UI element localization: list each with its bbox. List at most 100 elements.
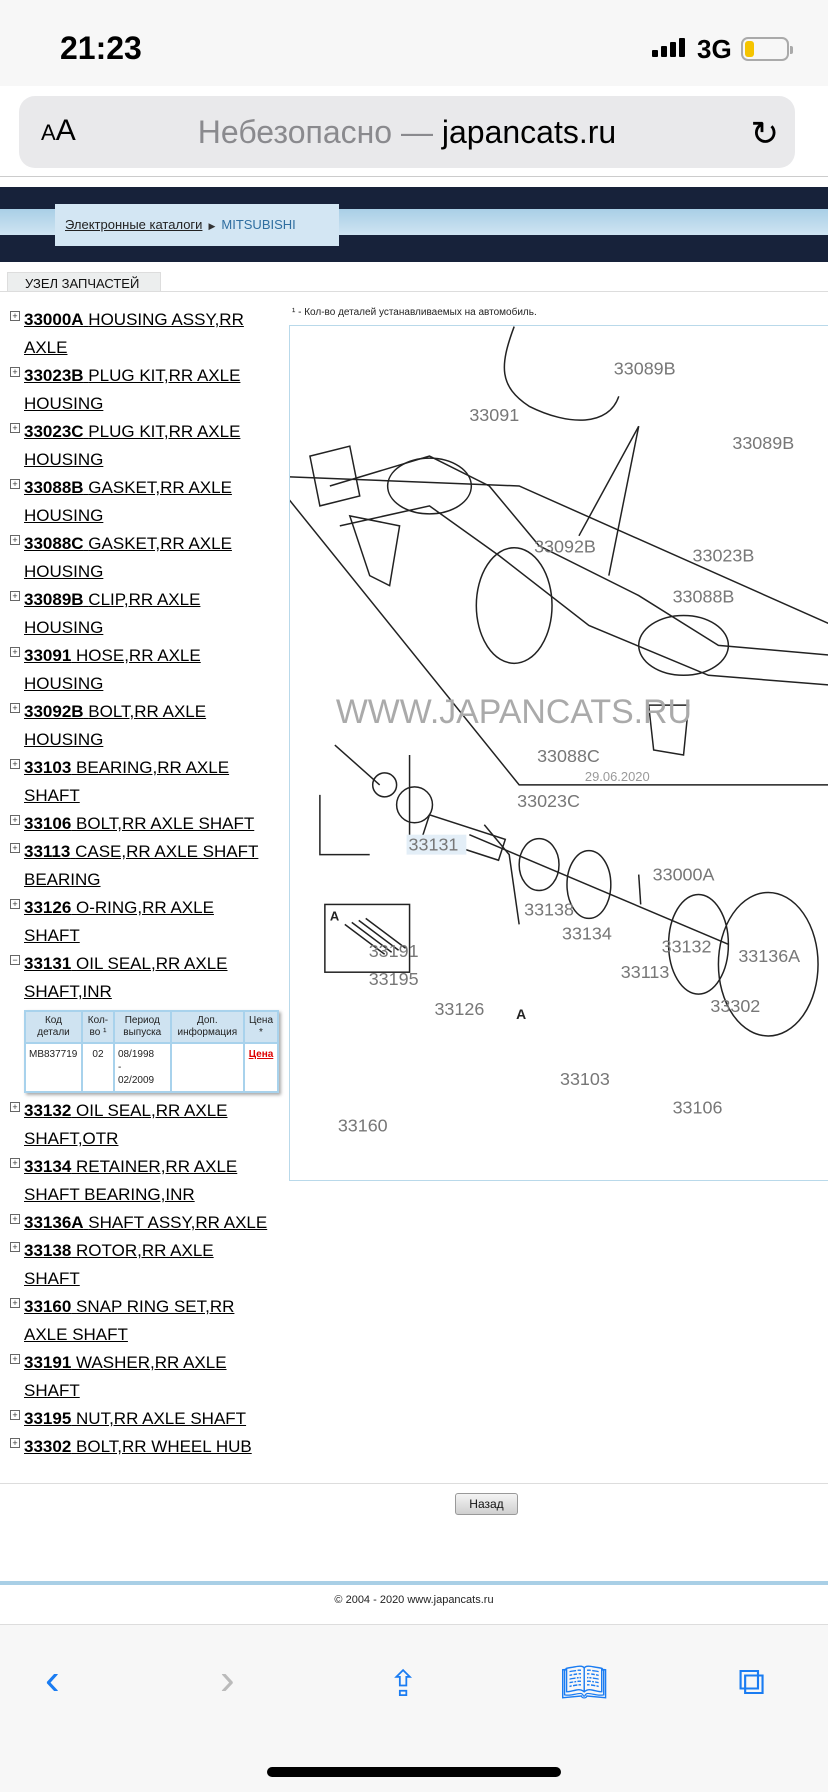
parts-list-item[interactable]: +33088C GASKET,RR AXLE HOUSING bbox=[10, 530, 270, 586]
part-link[interactable]: 33113 CASE,RR AXLE SHAFT BEARING bbox=[24, 838, 270, 894]
parts-list-item[interactable]: +33126 O-RING,RR AXLE SHAFT bbox=[10, 894, 270, 950]
callout-33000A[interactable]: 33000A bbox=[653, 865, 715, 885]
callout-33089B[interactable]: 33089B bbox=[732, 433, 794, 453]
parts-list-item[interactable]: +33023B PLUG KIT,RR AXLE HOUSING bbox=[10, 362, 270, 418]
part-link[interactable]: 33302 BOLT,RR WHEEL HUB bbox=[24, 1433, 252, 1461]
expand-icon[interactable]: + bbox=[10, 1214, 20, 1224]
parts-list-item[interactable]: +33091 HOSE,RR AXLE HOUSING bbox=[10, 642, 270, 698]
parts-list-item[interactable]: +33191 WASHER,RR AXLE SHAFT bbox=[10, 1349, 270, 1405]
callout-33126[interactable]: 33126 bbox=[434, 999, 484, 1019]
callout-33195[interactable]: 33195 bbox=[369, 969, 419, 989]
part-link[interactable]: 33089B CLIP,RR AXLE HOUSING bbox=[24, 586, 270, 642]
expand-icon[interactable]: + bbox=[10, 367, 20, 377]
tab-parts-unit[interactable]: УЗЕЛ ЗАПЧАСТЕЙ bbox=[7, 272, 161, 292]
part-link[interactable]: 33103 BEARING,RR AXLE SHAFT bbox=[24, 754, 270, 810]
callout-33134[interactable]: 33134 bbox=[562, 923, 612, 943]
parts-list-item[interactable]: +33134 RETAINER,RR AXLE SHAFT BEARING,IN… bbox=[10, 1153, 270, 1209]
parts-list-item[interactable]: +33136A SHAFT ASSY,RR AXLE bbox=[10, 1209, 270, 1237]
expand-icon[interactable]: + bbox=[10, 1410, 20, 1420]
part-link[interactable]: 33136A SHAFT ASSY,RR AXLE bbox=[24, 1209, 267, 1237]
collapse-icon[interactable]: − bbox=[10, 955, 20, 965]
share-icon[interactable]: ⇪ bbox=[388, 1663, 419, 1704]
callout-33138[interactable]: 33138 bbox=[524, 899, 574, 919]
callout-33023C[interactable]: 33023C bbox=[517, 791, 580, 811]
part-link[interactable]: 33091 HOSE,RR AXLE HOUSING bbox=[24, 642, 270, 698]
callout-33132[interactable]: 33132 bbox=[662, 936, 712, 956]
expand-icon[interactable]: + bbox=[10, 1102, 20, 1112]
part-link[interactable]: 33160 SNAP RING SET,RR AXLE SHAFT bbox=[24, 1293, 270, 1349]
callout-33136A[interactable]: 33136A bbox=[738, 946, 800, 966]
parts-list-item[interactable]: +33088B GASKET,RR AXLE HOUSING bbox=[10, 474, 270, 530]
callout-33092B[interactable]: 33092B bbox=[534, 537, 596, 557]
parts-list-item[interactable]: +33106 BOLT,RR AXLE SHAFT bbox=[10, 810, 270, 838]
bookmarks-icon[interactable]: 📖︎ bbox=[560, 1662, 609, 1704]
part-link[interactable]: 33131 OIL SEAL,RR AXLE SHAFT,INR bbox=[24, 950, 270, 1006]
callout-33113[interactable]: 33113 bbox=[621, 962, 670, 982]
expand-icon[interactable]: + bbox=[10, 423, 20, 433]
expand-icon[interactable]: + bbox=[10, 1438, 20, 1448]
parts-list-item[interactable]: +33302 BOLT,RR WHEEL HUB bbox=[10, 1433, 270, 1461]
parts-list-item[interactable]: +33160 SNAP RING SET,RR AXLE SHAFT bbox=[10, 1293, 270, 1349]
reload-icon[interactable]: ↻ bbox=[750, 115, 780, 153]
callout-33302[interactable]: 33302 bbox=[710, 996, 760, 1016]
expand-icon[interactable]: + bbox=[10, 1242, 20, 1252]
table-header: Код детали bbox=[24, 1010, 83, 1044]
parts-diagram[interactable]: WWW.JAPANCATS.RU 29.06.2020 33089B 33091… bbox=[268, 325, 828, 1181]
expand-icon[interactable]: + bbox=[10, 1298, 20, 1308]
part-link[interactable]: 33088C GASKET,RR AXLE HOUSING bbox=[24, 530, 270, 586]
expand-icon[interactable]: + bbox=[10, 647, 20, 657]
expand-icon[interactable]: + bbox=[10, 815, 20, 825]
url-text[interactable]: Небезопасно — japancats.ru bbox=[197, 114, 617, 150]
callout-33106[interactable]: 33106 bbox=[673, 1098, 723, 1118]
text-size-button[interactable]: AA bbox=[41, 114, 76, 147]
part-link[interactable]: 33000A HOUSING ASSY,RR AXLE bbox=[24, 306, 270, 362]
parts-list-item[interactable]: +33103 BEARING,RR AXLE SHAFT bbox=[10, 754, 270, 810]
callout-33091[interactable]: 33091 bbox=[469, 405, 519, 425]
breadcrumb-catalogs-link[interactable]: Электронные каталоги bbox=[65, 217, 203, 232]
expand-icon[interactable]: + bbox=[10, 535, 20, 545]
expand-icon[interactable]: + bbox=[10, 703, 20, 713]
expand-icon[interactable]: + bbox=[10, 843, 20, 853]
callout-33131[interactable]: 33131 bbox=[409, 835, 459, 855]
parts-list-item[interactable]: +33000A HOUSING ASSY,RR AXLE bbox=[10, 306, 270, 362]
part-link[interactable]: 33134 RETAINER,RR AXLE SHAFT BEARING,INR bbox=[24, 1153, 270, 1209]
part-link[interactable]: 33106 BOLT,RR AXLE SHAFT bbox=[24, 810, 254, 838]
expand-icon[interactable]: + bbox=[10, 591, 20, 601]
callout-33023B[interactable]: 33023B bbox=[693, 546, 755, 566]
part-link[interactable]: 33195 NUT,RR AXLE SHAFT bbox=[24, 1405, 246, 1433]
parts-list-item[interactable]: +33195 NUT,RR AXLE SHAFT bbox=[10, 1405, 270, 1433]
callout-33160[interactable]: 33160 bbox=[338, 1116, 388, 1136]
callout-33088B[interactable]: 33088B bbox=[673, 587, 735, 607]
part-link[interactable]: 33126 O-RING,RR AXLE SHAFT bbox=[24, 894, 270, 950]
tabs-icon[interactable]: ⧉ bbox=[738, 1661, 766, 1703]
part-link[interactable]: 33138 ROTOR,RR AXLE SHAFT bbox=[24, 1237, 270, 1293]
forward-icon[interactable]: › bbox=[220, 1655, 235, 1704]
back-icon[interactable]: ‹ bbox=[45, 1655, 60, 1704]
part-link[interactable]: 33088B GASKET,RR AXLE HOUSING bbox=[24, 474, 270, 530]
parts-list-item[interactable]: −33131 OIL SEAL,RR AXLE SHAFT,INR bbox=[10, 950, 270, 1006]
part-link[interactable]: 33191 WASHER,RR AXLE SHAFT bbox=[24, 1349, 270, 1405]
callout-33191[interactable]: 33191 bbox=[369, 941, 419, 961]
callout-33089B[interactable]: 33089B bbox=[614, 358, 676, 378]
expand-icon[interactable]: + bbox=[10, 1354, 20, 1364]
part-link[interactable]: 33023C PLUG KIT,RR AXLE HOUSING bbox=[24, 418, 270, 474]
callout-33103[interactable]: 33103 bbox=[560, 1069, 610, 1089]
address-bar[interactable]: AA Небезопасно — japancats.ru ↻ bbox=[19, 96, 795, 168]
expand-icon[interactable]: + bbox=[10, 899, 20, 909]
part-link[interactable]: 33023B PLUG KIT,RR AXLE HOUSING bbox=[24, 362, 270, 418]
parts-list-item[interactable]: +33132 OIL SEAL,RR AXLE SHAFT,OTR bbox=[10, 1097, 270, 1153]
expand-icon[interactable]: + bbox=[10, 311, 20, 321]
parts-list-item[interactable]: +33113 CASE,RR AXLE SHAFT BEARING bbox=[10, 838, 270, 894]
parts-list-item[interactable]: +33092B BOLT,RR AXLE HOUSING bbox=[10, 698, 270, 754]
parts-list-item[interactable]: +33023C PLUG KIT,RR AXLE HOUSING bbox=[10, 418, 270, 474]
parts-list-item[interactable]: +33138 ROTOR,RR AXLE SHAFT bbox=[10, 1237, 270, 1293]
part-link[interactable]: 33092B BOLT,RR AXLE HOUSING bbox=[24, 698, 270, 754]
part-link[interactable]: 33132 OIL SEAL,RR AXLE SHAFT,OTR bbox=[24, 1097, 270, 1153]
callout-33088C[interactable]: 33088C bbox=[537, 746, 600, 766]
price-link[interactable]: Цена bbox=[248, 1049, 274, 1060]
expand-icon[interactable]: + bbox=[10, 479, 20, 489]
expand-icon[interactable]: + bbox=[10, 759, 20, 769]
parts-list-item[interactable]: +33089B CLIP,RR AXLE HOUSING bbox=[10, 586, 270, 642]
back-button[interactable]: Назад bbox=[455, 1493, 518, 1515]
expand-icon[interactable]: + bbox=[10, 1158, 20, 1168]
